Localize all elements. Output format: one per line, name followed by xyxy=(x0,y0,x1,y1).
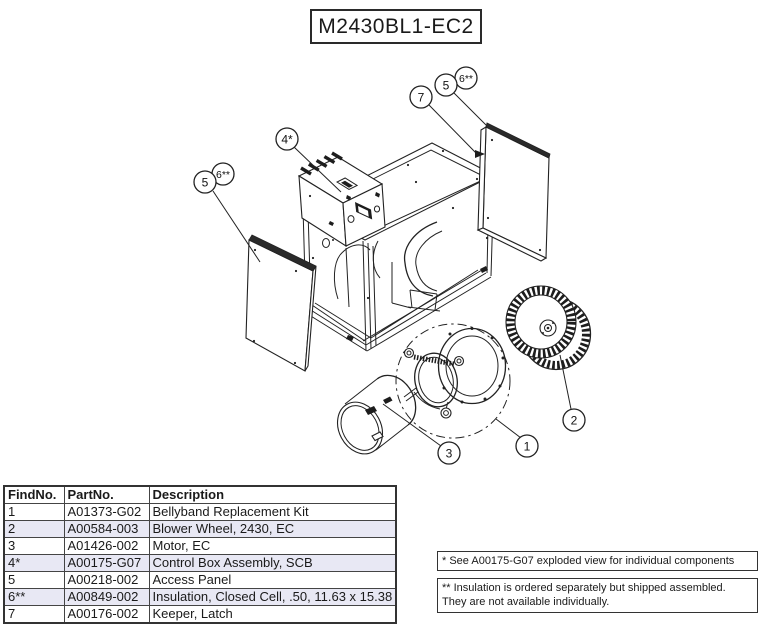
callout-balloon-access-panel-right: 5 xyxy=(434,73,458,97)
cell-partno: A01373-G02 xyxy=(63,503,150,521)
cell-partno: A00218-002 xyxy=(63,571,150,589)
parts-table: FindNo. PartNo. Description 1 A01373-G02… xyxy=(3,485,397,624)
balloon-label: 3 xyxy=(446,447,453,461)
leader-lines xyxy=(212,91,572,447)
cell-partno: A00176-002 xyxy=(63,605,150,624)
table-row: 5 A00218-002 Access Panel xyxy=(3,571,397,589)
balloon-label: 5 xyxy=(443,79,450,93)
callout-balloon-insulation-right: 6** xyxy=(454,66,478,90)
balloon-label: 6** xyxy=(216,169,230,181)
blower-wheel xyxy=(505,285,592,371)
cell-findno: 4* xyxy=(3,554,65,572)
cell-description: Motor, EC xyxy=(148,537,397,555)
callout-balloon-keeper-latch: 7 xyxy=(409,85,433,109)
drawing-title: M2430BL1-EC2 xyxy=(310,9,482,44)
cell-findno: 7 xyxy=(3,605,65,624)
table-row: 6** A00849-002 Insulation, Closed Cell, … xyxy=(3,588,397,606)
cell-findno: 1 xyxy=(3,503,65,521)
callout-balloon-access-panel-left: 5 xyxy=(193,170,217,194)
footnote-control-box: * See A00175-G07 exploded view for indiv… xyxy=(437,551,758,572)
cell-description: Blower Wheel, 2430, EC xyxy=(148,520,397,538)
blower-scroll xyxy=(333,221,443,312)
cell-findno: 5 xyxy=(3,571,65,589)
balloon-label: 4* xyxy=(281,133,293,147)
col-header-description: Description xyxy=(148,485,397,504)
right-access-panel xyxy=(476,122,551,262)
balloon-label: 7 xyxy=(418,91,425,105)
callout-balloon-blower-wheel: 2 xyxy=(562,408,586,432)
cell-description: Bellyband Replacement Kit xyxy=(148,503,397,521)
cell-partno: A00175-G07 xyxy=(63,554,150,572)
control-box xyxy=(297,151,386,248)
table-row: 1 A01373-G02 Bellyband Replacement Kit xyxy=(3,503,397,521)
table-row: 4* A00175-G07 Control Box Assembly, SCB xyxy=(3,554,397,572)
callout-balloon-control-box: 4* xyxy=(275,127,299,151)
bellyband-kit xyxy=(395,323,511,439)
cell-findno: 6** xyxy=(3,588,65,606)
callout-balloon-insulation-left: 6** xyxy=(211,162,235,186)
cell-findno: 3 xyxy=(3,537,65,555)
table-header-row: FindNo. PartNo. Description xyxy=(3,485,397,504)
cell-partno: A01426-002 xyxy=(63,537,150,555)
cell-description: Insulation, Closed Cell, .50, 11.63 x 15… xyxy=(148,588,397,606)
cell-description: Access Panel xyxy=(148,571,397,589)
left-access-panel xyxy=(245,234,317,372)
cell-partno: A00584-003 xyxy=(63,520,150,538)
motor xyxy=(336,374,419,455)
table-row: 7 A00176-002 Keeper, Latch xyxy=(3,605,397,624)
table-row: 2 A00584-003 Blower Wheel, 2430, EC xyxy=(3,520,397,538)
model-number: M2430BL1-EC2 xyxy=(318,14,474,38)
cell-partno: A00849-002 xyxy=(63,588,150,606)
balloon-label: 6** xyxy=(459,73,473,85)
cell-description: Control Box Assembly, SCB xyxy=(148,554,397,572)
col-header-findno: FindNo. xyxy=(3,485,65,504)
callout-balloon-bellyband: 1 xyxy=(515,434,539,458)
col-header-partno: PartNo. xyxy=(63,485,150,504)
cell-findno: 2 xyxy=(3,520,65,538)
table-row: 3 A01426-002 Motor, EC xyxy=(3,537,397,555)
balloon-label: 1 xyxy=(524,440,531,454)
balloon-label: 5 xyxy=(202,176,209,190)
balloon-label: 2 xyxy=(571,414,578,428)
footnote-insulation: ** Insulation is ordered separately but … xyxy=(437,578,758,613)
callout-balloon-motor: 3 xyxy=(437,441,461,465)
cell-description: Keeper, Latch xyxy=(148,605,397,624)
